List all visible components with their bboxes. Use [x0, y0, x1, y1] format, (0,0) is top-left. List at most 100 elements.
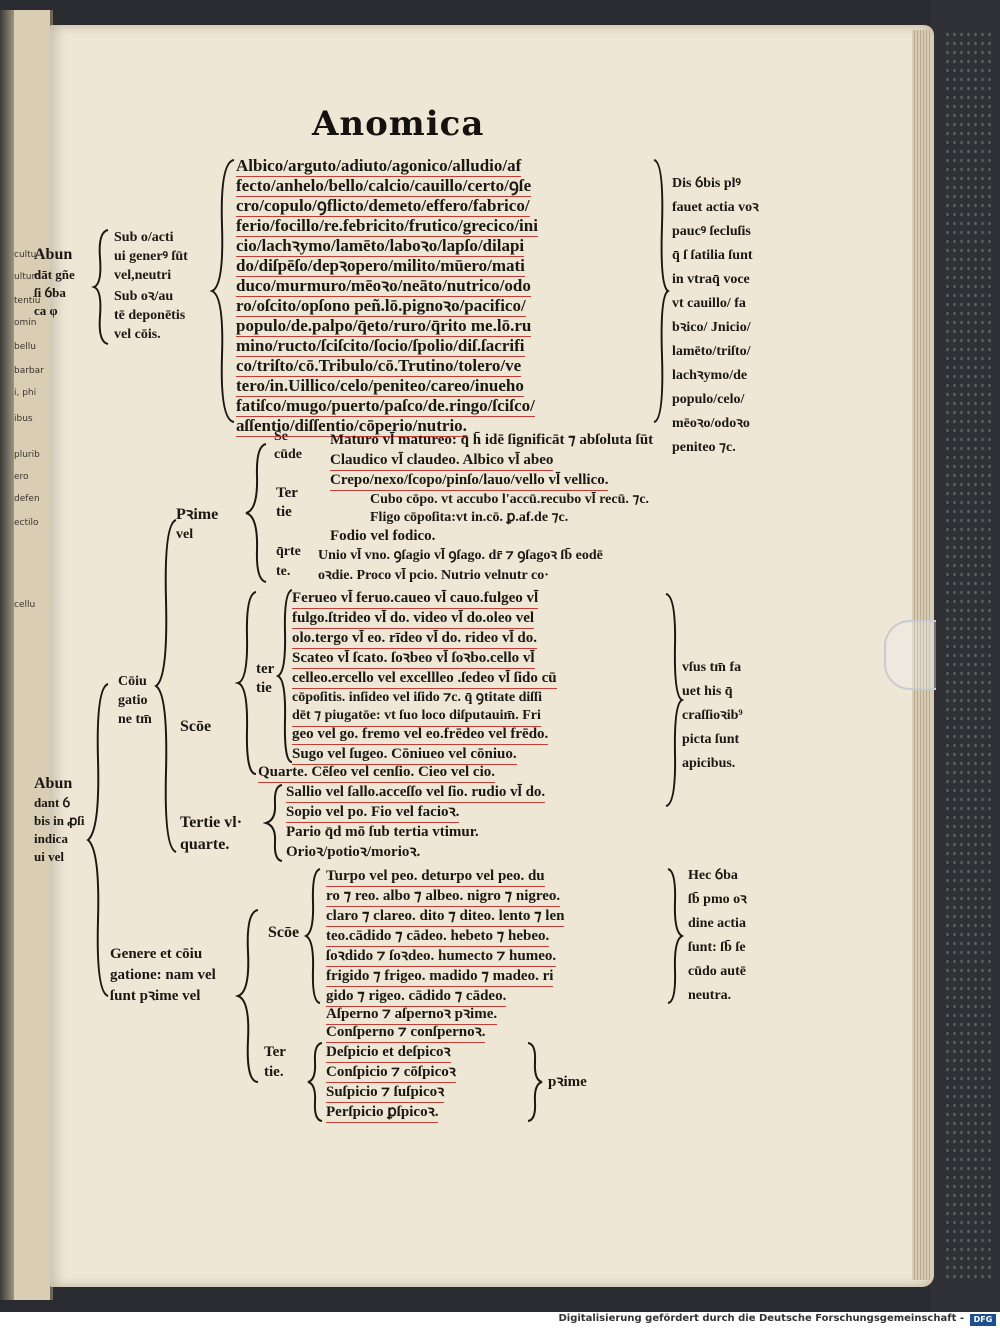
text-line: ro/oſcito/opſono peñ.lō.pignoꝛo/pacifico…: [236, 296, 526, 317]
right-page: [50, 25, 934, 1287]
text-line: Sopio vel po. Fio vel facioꝛ.: [286, 802, 460, 823]
heading-tertie-2: ter tie: [256, 660, 274, 698]
heading-coniugatione: Cōiu gatio ne tm̄: [118, 672, 152, 729]
text-line: cōpoſitis. inſideo vel iſido ⁊c. q̄ ꝯtit…: [292, 690, 542, 705]
heading-line: ter: [256, 661, 275, 677]
left-fragment: bellu: [14, 342, 36, 352]
text-line: Aſperno ⁊ aſpernoꝛ pꝛime.: [326, 1004, 498, 1025]
heading-line: tie.: [264, 1064, 284, 1080]
brace: [524, 1040, 544, 1124]
note-line: lamēto/triſto/: [672, 344, 751, 359]
heading-tertie: Ter tie: [276, 484, 298, 522]
text-line: fecto/anhelo/bello/calcio/cauillo/certo/…: [236, 176, 532, 197]
left-page-fragment: cultu ultum tentiu omin bellu barbar i, …: [0, 10, 53, 1300]
heading-line: dāt gñe: [34, 267, 75, 282]
left-fragment: ibus: [14, 414, 33, 424]
text-line: populo/de.palpo/q̄eto/ruro/q̄rito me.lō.…: [236, 316, 532, 337]
text-line: Quarte. Cēſeo vel cenſio. Cieo vel cio.: [258, 762, 496, 783]
left-fragment: tentiu: [14, 296, 41, 306]
heading-prime: Pꝛime vel: [176, 504, 218, 544]
text-line: aſſentio/diſſentio/cōperio/nutrio.: [236, 416, 467, 437]
text-line: Ferueo vl̄ feruo.caueo vl̄ cauo.fulgeo v…: [292, 588, 539, 609]
heading-abun: Abun dāt gñe ſi ỽba ca φ: [34, 244, 75, 320]
text-line: Conſpicio ⁊ cōſpicoꝛ: [326, 1062, 456, 1083]
text-line: fulgo.ſtrideo vl̄ do. video vl̄ do.oleo …: [292, 608, 535, 629]
brace: [275, 586, 296, 766]
brace: [86, 680, 112, 1000]
heading-line: Cōiu: [118, 674, 147, 689]
side-note: vſus tm̄ fa uet his q̄ craſſioꝛib⁹ picta…: [682, 656, 743, 776]
heading-line: Sub o/acti: [114, 230, 174, 245]
left-page-edge: [0, 10, 14, 1300]
heading-line: Ter: [264, 1044, 286, 1060]
text-line: duco/murmuro/mēoꝛo/neāto/nutrico/odo: [236, 276, 531, 297]
note-line: bꝛico/ Jnicio/: [672, 320, 751, 335]
text-line: mino/ructo/ſciſcito/ſocio/ſpolio/diſ.ſac…: [236, 336, 525, 357]
brace: [154, 516, 180, 856]
heading-line: ſi ỽba: [34, 285, 66, 300]
text-line: ferio/focillo/re.febricito/frutico/greci…: [236, 216, 538, 237]
note-line: neutra.: [688, 988, 732, 1003]
note-line: paucꝰ ſecluſis: [672, 224, 751, 239]
brace: [303, 866, 324, 1006]
text-line: olo.tergo vl̄ eo. rīdeo vl̄ do. rideo vl…: [292, 628, 537, 649]
heading-scde: Scōe: [180, 718, 212, 735]
heading-genere: Genere et cōiu gatione: nam vel ſunt pꝛi…: [110, 944, 216, 1007]
heading-line: tē deponētis: [114, 308, 186, 323]
text-line: Orioꝛ/potioꝛ/morioꝛ.: [286, 844, 421, 860]
text-line: Deſpicio et deſpicoꝛ: [326, 1042, 451, 1063]
note-line: populo/celo/: [672, 392, 745, 407]
text-line: Sallio vel ſallo.acceſſo vel ſio. rudio …: [286, 782, 546, 803]
brace: [209, 156, 238, 426]
heading-line: cūde: [274, 447, 302, 462]
footer-bar: Digitalisierung gefördert durch die Deut…: [0, 1312, 1000, 1329]
page-title: Anomica: [312, 104, 485, 144]
heading-line: te.: [276, 564, 291, 579]
heading-sub-acti: Sub o/acti ui generꝰ ſūt vel,neutri: [114, 228, 188, 285]
heading-line: ſunt pꝛime vel: [110, 988, 201, 1004]
heading-scde-2: Scōe: [268, 924, 300, 941]
brace: [664, 866, 685, 1006]
left-fragment: i, phi: [14, 388, 37, 398]
note-line: cūdo autē: [688, 964, 746, 979]
heading-line: vel: [176, 527, 194, 542]
heading-line: Tertie vl·: [180, 814, 243, 831]
heading-line: Pꝛime: [176, 506, 219, 523]
text-line: cio/lachꝛymo/lamēto/laboꝛo/lapſo/dilapi: [236, 236, 525, 257]
heading-line: Abun: [34, 246, 73, 263]
note-line: craſſioꝛib⁹: [682, 708, 743, 723]
text-line: Fodio vel fodico.: [330, 528, 436, 544]
text-line: Claudico vl̄ claudeo. Albico vl̄ abeo: [330, 450, 554, 471]
brace: [234, 906, 262, 1086]
side-note: Hec ỽba ſb̄ pmo oꝛ dine actia ſunt: ſb̄ …: [688, 864, 747, 1008]
note-line: ſunt: ſb̄ ſe: [688, 940, 746, 955]
note-line: q̄ ſ ſatilia ſunt: [672, 248, 753, 263]
note-line: peniteo ⁊c.: [672, 440, 736, 455]
page-block-edge: [912, 30, 932, 1280]
heading-line: Genere et cōiu: [110, 946, 203, 962]
heading-line: ui generꝰ ſūt: [114, 249, 188, 264]
text-line: Scateo vl̄ ſcato. ſoꝛbeo vl̄ ſoꝛbo.cello…: [292, 648, 535, 669]
text-line: Sugo vel ſugeo. Cōniueo vel cōniuo.: [292, 744, 517, 765]
text-line: Maturo vl̄ matureo: q̄ h̄ idē ſignificāt…: [330, 432, 654, 448]
heading-line: gatione: nam vel: [110, 967, 216, 983]
heading-line: Ter: [276, 485, 298, 501]
left-fragment: cultu: [14, 250, 37, 260]
footer-credit: Digitalisierung gefördert durch die Deut…: [558, 1313, 964, 1324]
heading-line: dant ỽ: [34, 795, 71, 810]
text-line: Suſpicio ⁊ ſuſpicoꝛ: [326, 1082, 445, 1103]
heading-line: quarte.: [180, 836, 230, 853]
note-line: lachꝛymo/de: [672, 368, 748, 383]
heading-line: Sub oꝛ/au: [114, 289, 174, 304]
brace: [306, 1040, 326, 1124]
note-line: ſb̄ pmo oꝛ: [688, 892, 747, 907]
heading-quarte: q̄rte te.: [276, 542, 301, 582]
text-line: Perſpicio ꝑſpicoꝛ.: [326, 1102, 439, 1123]
brace: [662, 590, 685, 810]
text-line: Unio vl̄ vno. ꝯſagio vl̄ ꝯſago. dr̄ ⁊ ꝯſ…: [318, 548, 603, 563]
heading-line: vel cōis.: [114, 327, 161, 342]
text-line: cro/copulo/ꝯflicto/demeto/effero/fabrico…: [236, 196, 530, 217]
text-line: Conſperno ⁊ conſpernoꝛ.: [326, 1022, 486, 1043]
left-fragment: plurib: [14, 450, 40, 460]
